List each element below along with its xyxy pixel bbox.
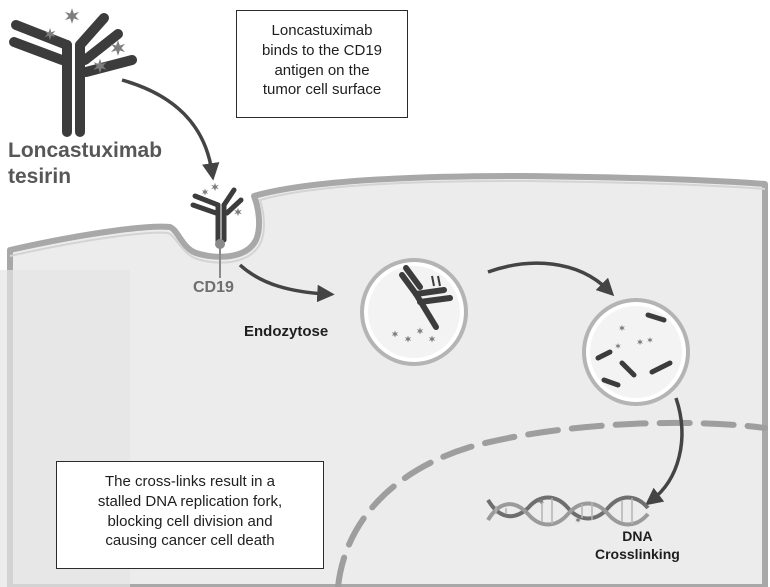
callout-outcome-line: causing cancer cell death <box>105 532 275 550</box>
dna-helix-icon <box>486 495 650 527</box>
arrow-binding <box>121 78 220 181</box>
callout-binding-line: binds to the CD19 <box>261 41 383 59</box>
callout-outcome-line: blocking cell division and <box>107 512 273 530</box>
cell-membrane-inner <box>9 179 766 264</box>
drug-name-line: tesirin <box>8 165 72 189</box>
dna-label-line: Crosslinking <box>595 546 680 563</box>
callout-outcome: The cross-links result in a stalled DNA … <box>56 461 324 569</box>
cd19-receptor-icon <box>215 239 225 278</box>
callout-outcome-line: The cross-links result in a <box>104 473 276 490</box>
dna-crosslinking-label: DNA Crosslinking <box>595 527 680 563</box>
callout-outcome-line: stalled DNA replication fork, <box>97 492 283 510</box>
drug-name-line: Loncastuximab <box>8 139 163 162</box>
drug-name-label: Loncastuximab tesirin <box>8 138 162 191</box>
endosome-vesicle <box>360 258 468 366</box>
callout-binding-line: antigen on the <box>274 61 370 79</box>
arrow-endocytosis <box>238 263 335 303</box>
callout-binding: Loncastuximab binds to the CD19 antigen … <box>236 10 408 118</box>
lysosome-vesicle <box>582 298 690 406</box>
callout-binding-line: Loncastuximab <box>271 22 373 39</box>
bound-antibody-icon <box>190 182 244 248</box>
arrow-crosslinking <box>645 397 684 506</box>
dna-label-line: DNA <box>622 528 653 544</box>
arrow-transport <box>487 261 615 297</box>
antibody-icon <box>9 13 137 137</box>
callout-binding-line: tumor cell surface <box>262 81 382 99</box>
endocytosis-label: Endozytose <box>244 323 329 340</box>
nucleus-envelope <box>335 419 768 587</box>
cd19-label: CD19 <box>193 279 234 296</box>
